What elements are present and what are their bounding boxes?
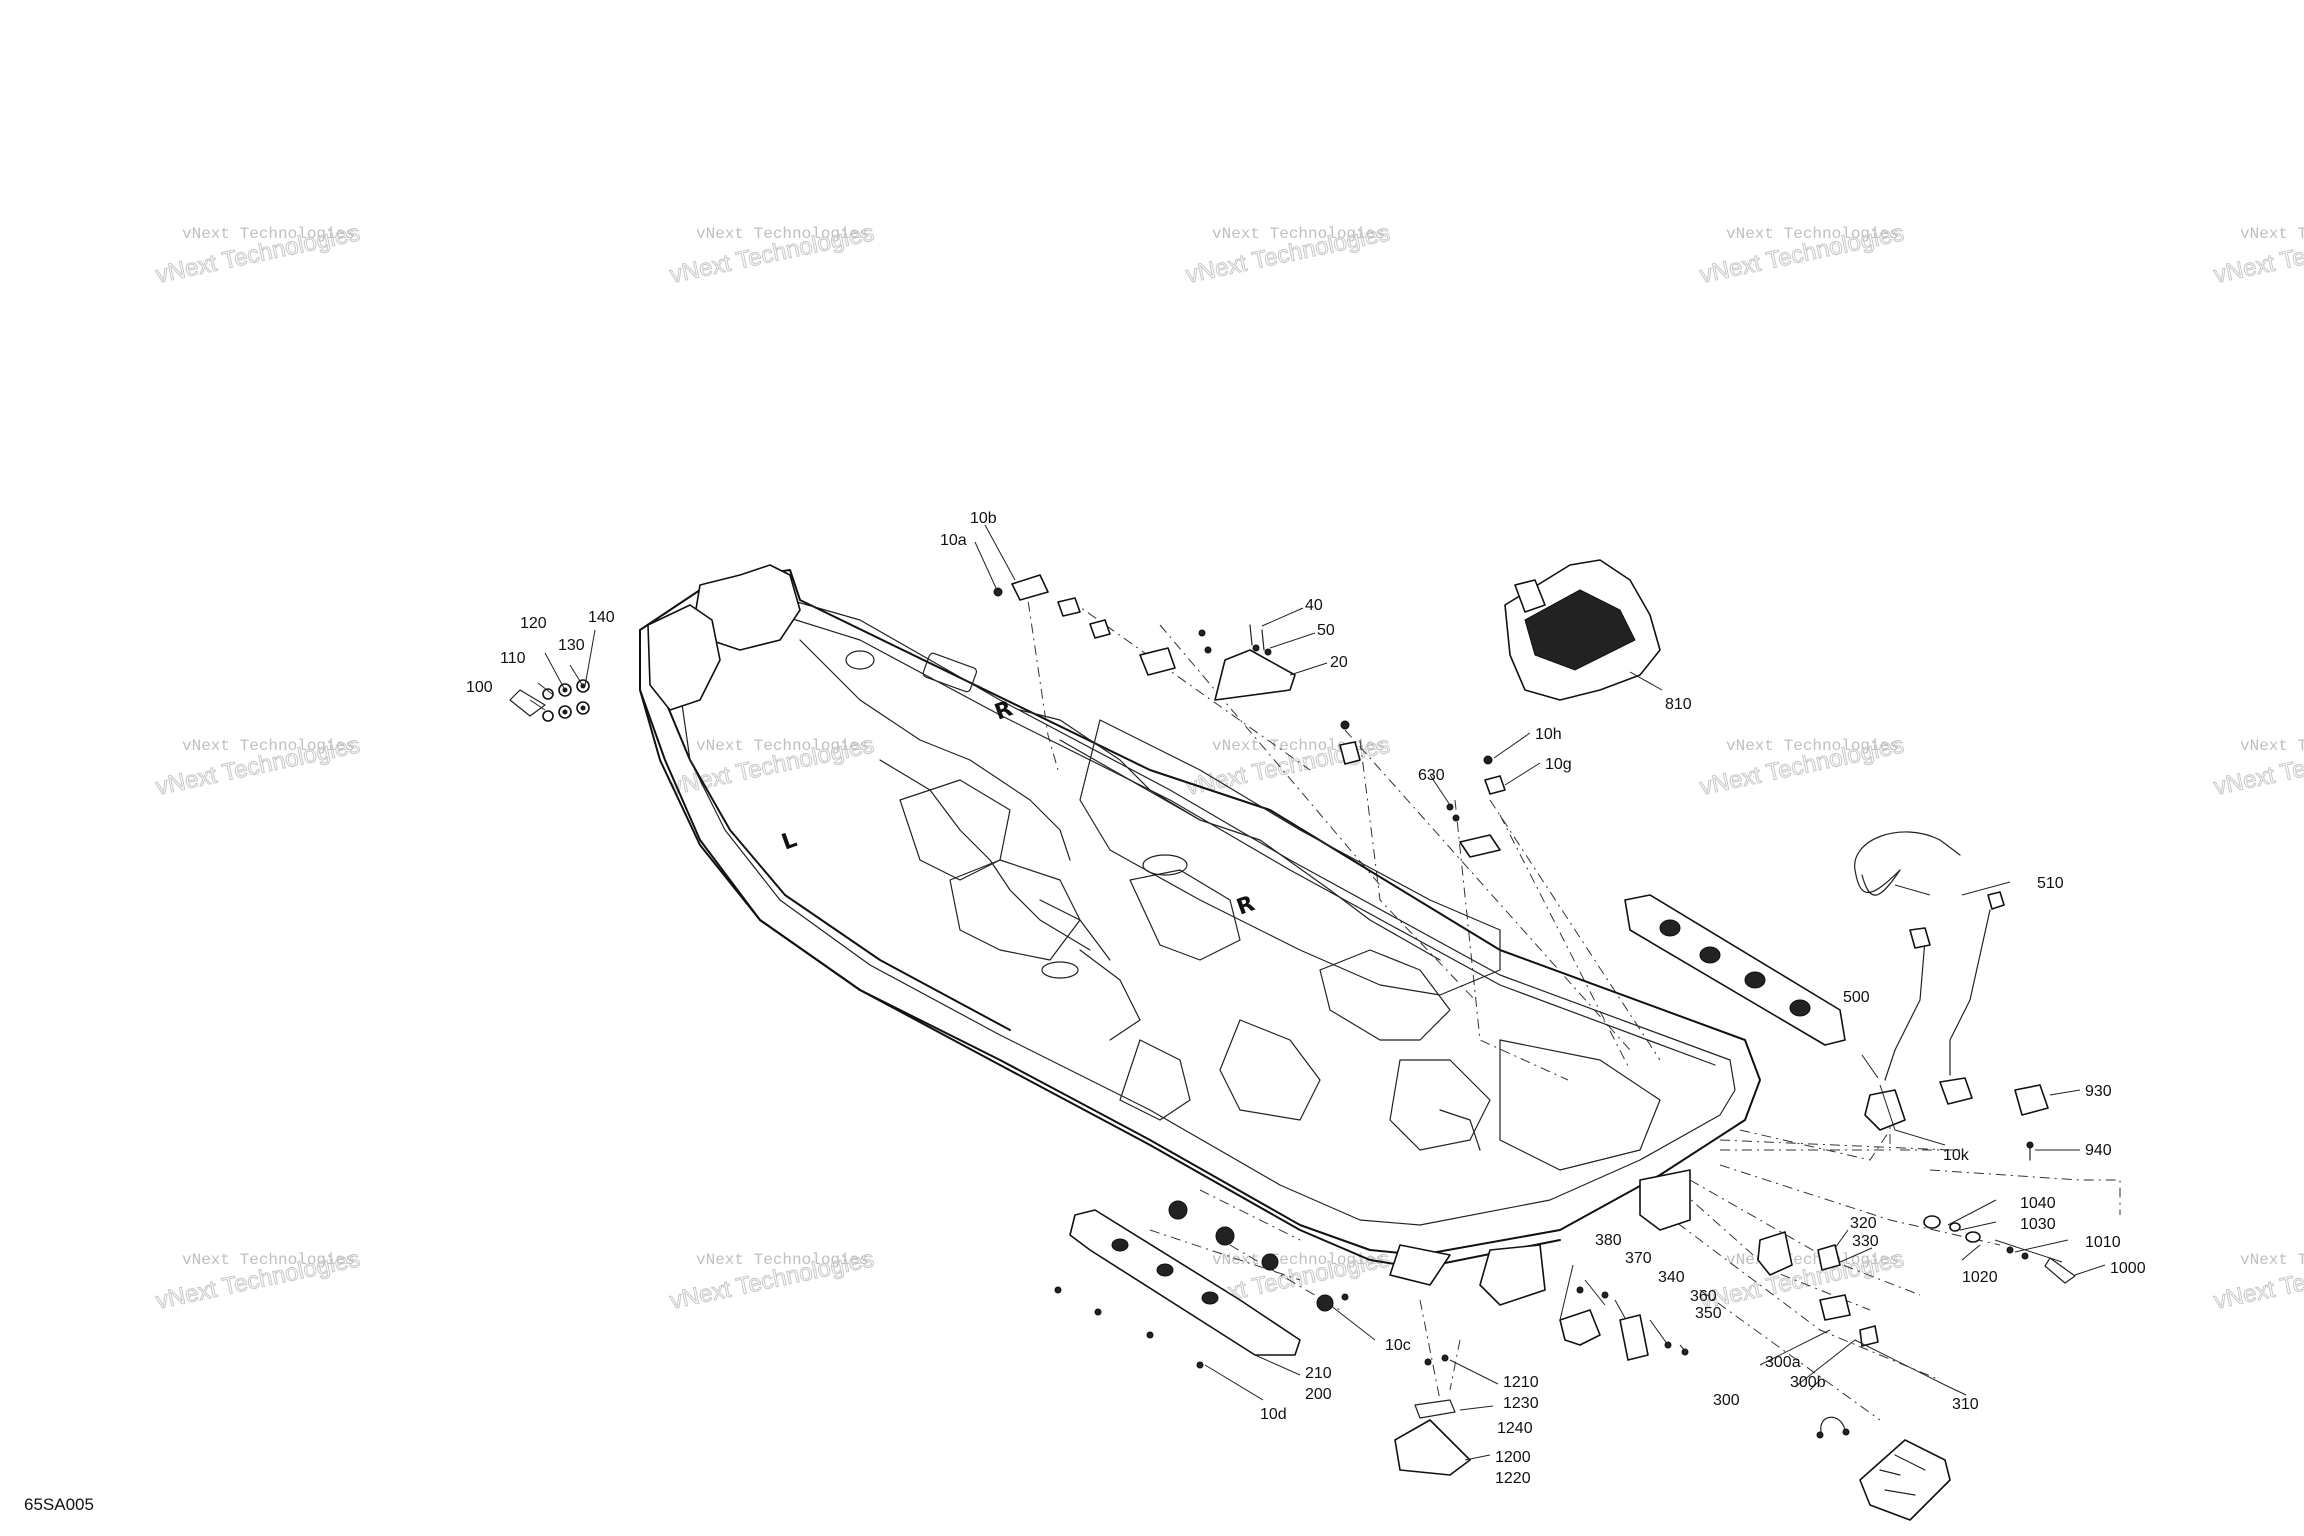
callout-210: 210 [1305,1365,1332,1382]
callout-300b: 300b [1790,1374,1826,1391]
parts-layer [509,559,2076,1521]
watermark-text: vNext Technologies [182,1251,355,1269]
drawing-reference: 65SA005 [24,1495,94,1514]
watermark-text: vNext Technologies [1726,737,1899,755]
callout-370: 370 [1625,1250,1652,1267]
callout-350: 350 [1695,1305,1722,1322]
callout-930: 930 [2085,1083,2112,1100]
hull-letter-r-front: R [1234,891,1259,920]
callout-10h: 10h [1535,726,1562,743]
callout-1220: 1220 [1495,1470,1531,1487]
callout-labels: 10b 10a 40 50 20 810 10h 10g 630 510 500… [466,510,2146,1487]
callout-140: 140 [588,609,615,626]
callout-10b: 10b [970,510,997,527]
callout-110: 110 [500,650,526,667]
watermark-text: vNext Technologies [1212,1251,1385,1269]
callout-380: 380 [1595,1232,1622,1249]
callout-1240: 1240 [1497,1420,1533,1437]
leader-lines [529,524,2106,1461]
watermark-text: vNext Technologies [696,737,869,755]
callout-1020: 1020 [1962,1269,1998,1286]
watermark-text: vNext Technologies [182,737,355,755]
callout-1210: 1210 [1503,1374,1539,1391]
callout-120: 120 [520,615,547,632]
callout-500: 500 [1843,989,1870,1006]
callout-1030: 1030 [2020,1216,2056,1233]
watermark-text: vNext Technologies [2240,225,2304,243]
callout-10d: 10d [1260,1406,1287,1423]
callout-330: 330 [1852,1233,1879,1250]
callout-10g: 10g [1545,756,1572,773]
callout-1010: 1010 [2085,1234,2121,1251]
engine-cover-part [1504,559,1661,701]
hull-body [639,564,1761,1306]
callout-20: 20 [1330,654,1348,671]
callout-300a: 300a [1765,1354,1801,1371]
callout-50: 50 [1317,622,1335,639]
callout-10a: 10a [940,532,967,549]
callout-810: 810 [1665,696,1692,713]
callout-200: 200 [1305,1386,1332,1403]
watermark-text: vNext Technologies [1726,225,1899,243]
callout-300: 300 [1713,1392,1740,1409]
watermark-text: vNext Technologies [182,225,355,243]
callout-1040: 1040 [2020,1195,2056,1212]
watermark-text: vNext Technologies [1212,225,1385,243]
callout-1000: 1000 [2110,1260,2146,1277]
callout-360: 360 [1690,1288,1717,1305]
callout-310: 310 [1952,1396,1979,1413]
callout-100: 100 [466,679,493,696]
callout-940: 940 [2085,1142,2112,1159]
callout-1230: 1230 [1503,1395,1539,1412]
callout-40: 40 [1305,597,1323,614]
callout-320: 320 [1850,1215,1877,1232]
left-rail-part [1069,1209,1301,1356]
watermark-text: vNext Technologies [2240,737,2304,755]
watermark-text: vNext Technologies [696,225,869,243]
right-rail-part [1624,894,1846,1046]
watermark-text: vNext Technologies [2240,1251,2304,1269]
watermark-text: vNext Technologies [696,1251,869,1269]
callout-510: 510 [2037,875,2064,892]
callout-10k: 10k [1943,1147,1970,1164]
callout-130: 130 [558,637,585,654]
callout-1200: 1200 [1495,1449,1531,1466]
callout-630: 630 [1418,767,1445,784]
callout-340: 340 [1658,1269,1685,1286]
hull-letter-l: L [779,827,801,855]
callout-10c: 10c [1385,1337,1411,1354]
